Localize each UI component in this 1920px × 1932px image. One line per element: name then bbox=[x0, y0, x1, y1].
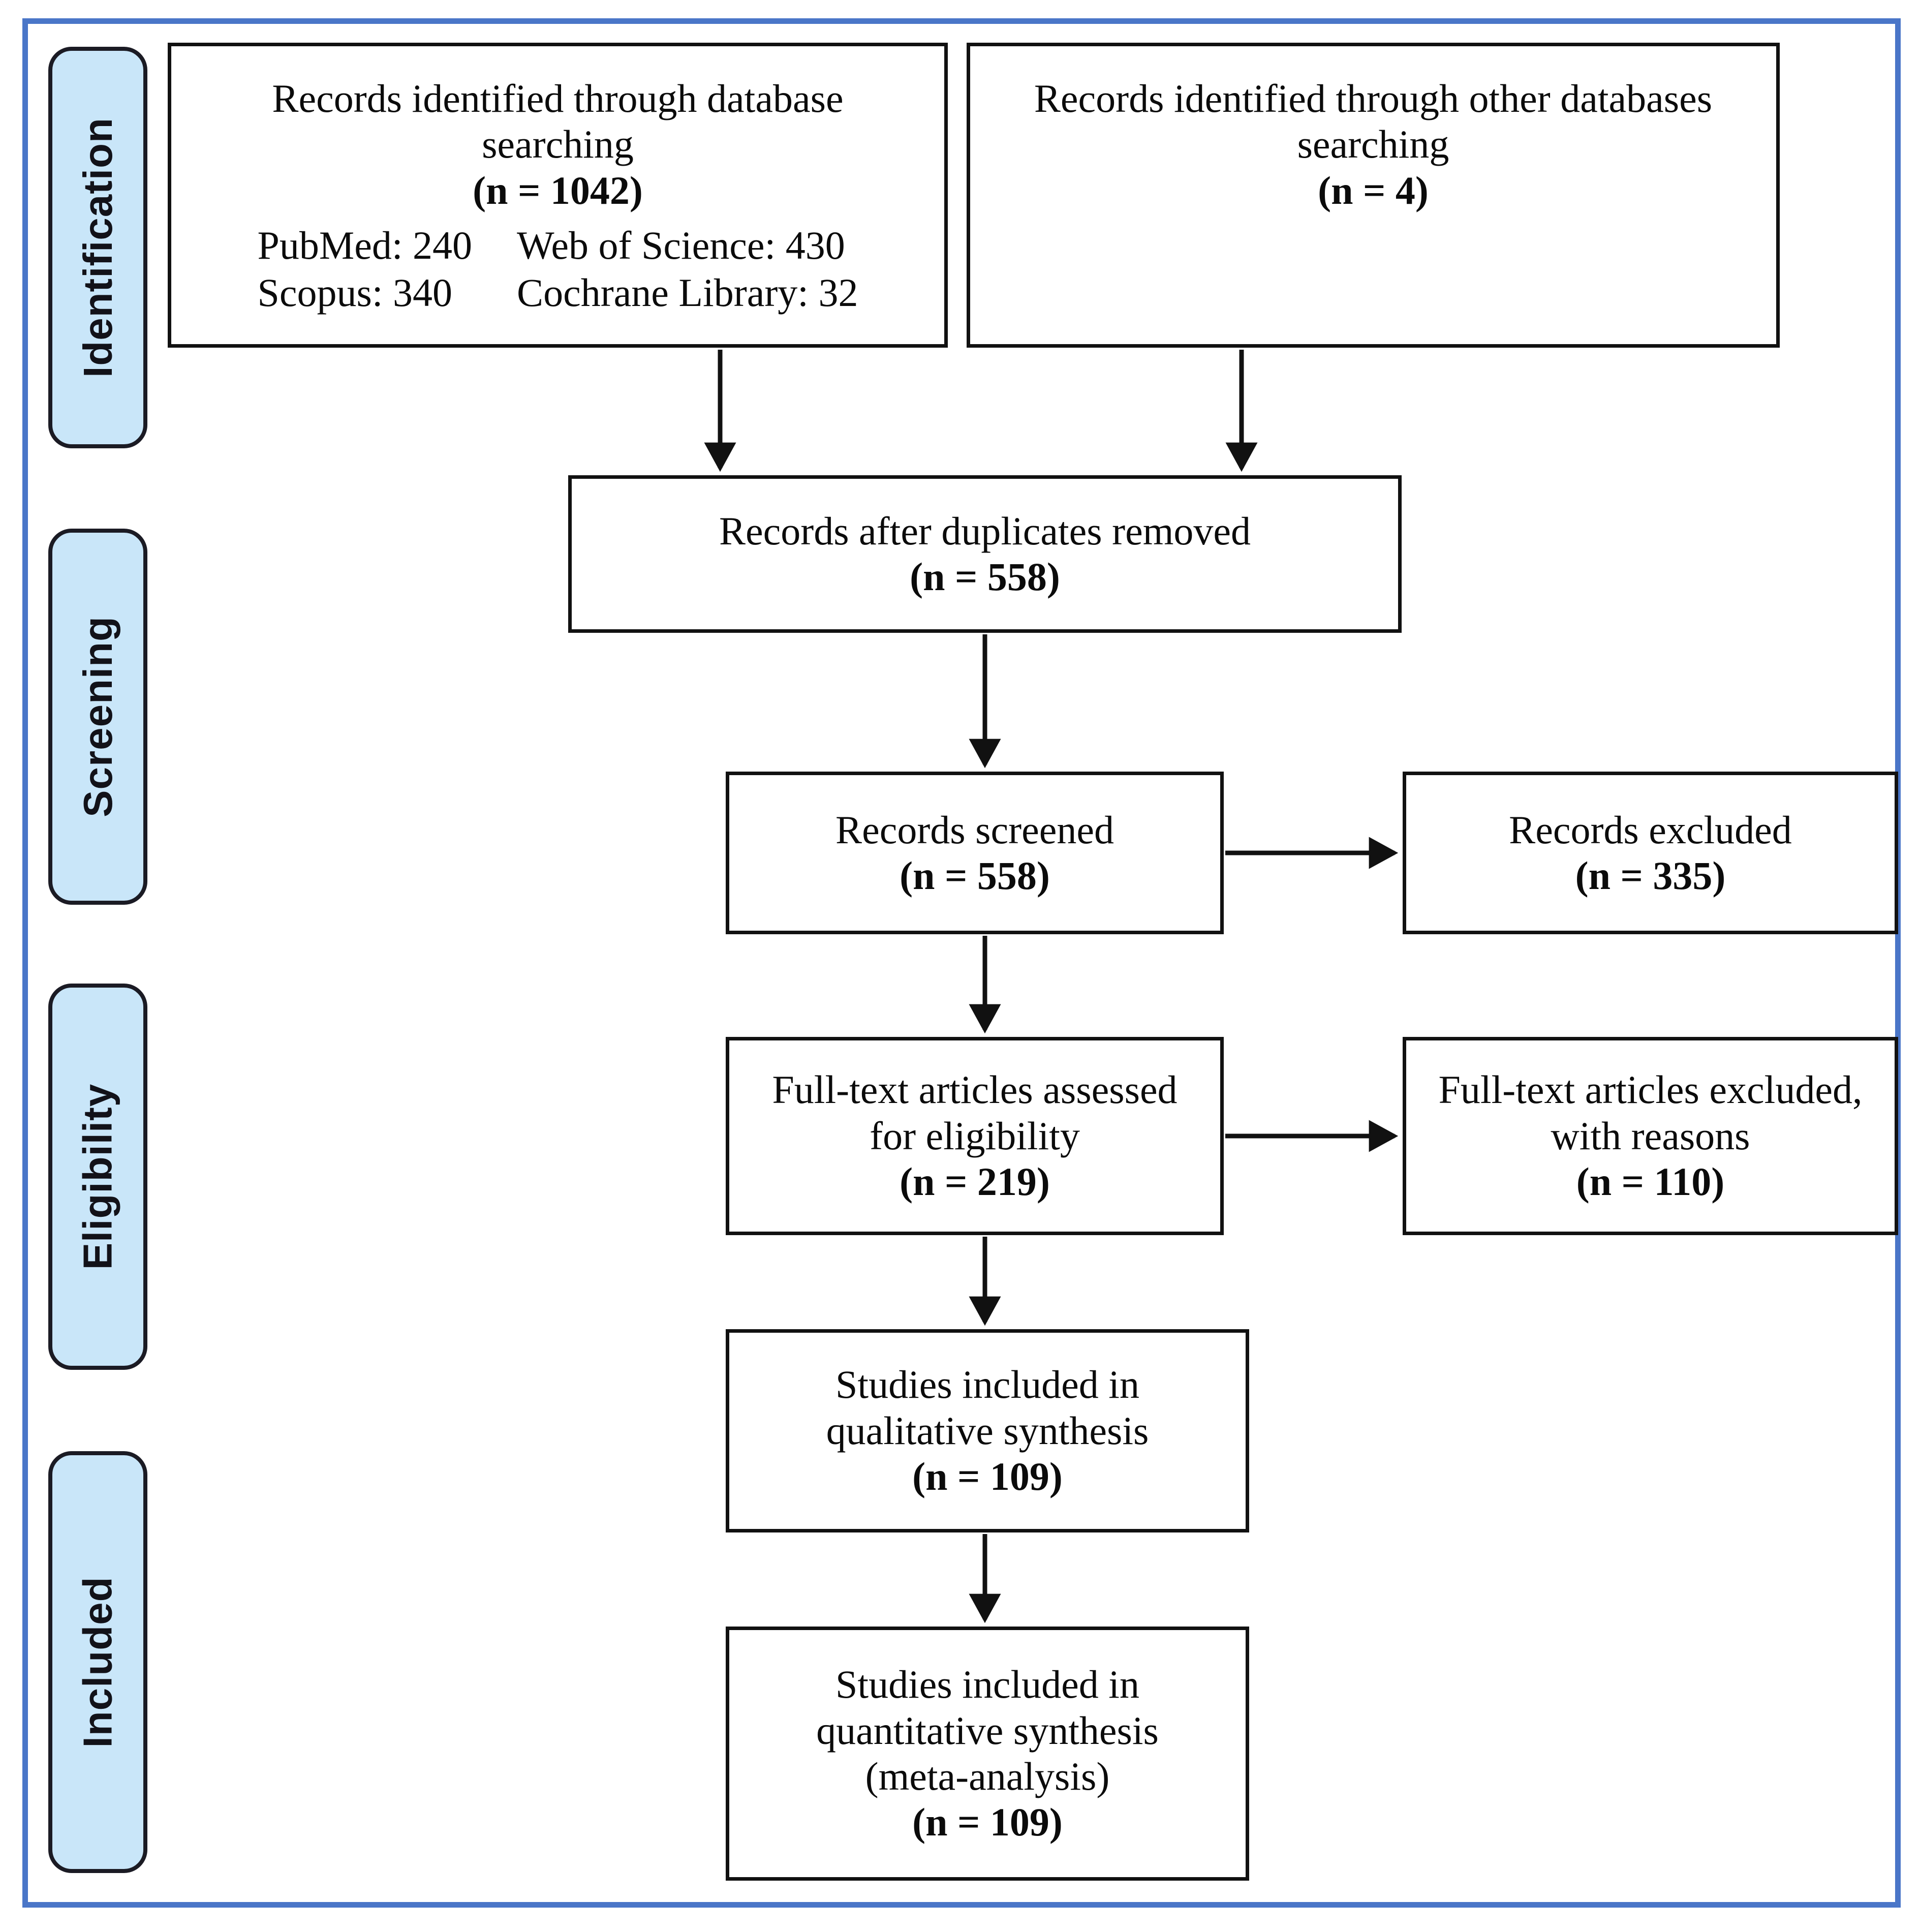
source-wos: Web of Science: 430 bbox=[517, 223, 845, 268]
stage-pill-eligibility: Eligibility bbox=[48, 984, 147, 1370]
box-fulltext-excluded: Full-text articles excluded, with reason… bbox=[1403, 1037, 1898, 1235]
excluded-line1: Records excluded bbox=[1509, 807, 1792, 852]
qualitative-line1: Studies included in bbox=[835, 1362, 1139, 1407]
screened-line1: Records screened bbox=[835, 807, 1114, 852]
db-search-source-breakdown: PubMed: 240 Web of Science: 430 Scopus: … bbox=[258, 223, 858, 316]
fulltext-assessed-count: (n = 219) bbox=[900, 1159, 1050, 1204]
stage-label-included: Included bbox=[75, 1576, 120, 1748]
box-quantitative-synthesis: Studies included in quantitative synthes… bbox=[726, 1627, 1249, 1881]
qualitative-count: (n = 109) bbox=[912, 1454, 1063, 1499]
box-records-identified-database: Records identified through database sear… bbox=[168, 43, 948, 348]
source-cochrane: Cochrane Library: 32 bbox=[517, 270, 858, 315]
stage-pill-included: Included bbox=[48, 1451, 147, 1873]
other-search-line1: Records identified through other databas… bbox=[1034, 76, 1713, 120]
fulltext-excluded-line2: with reasons bbox=[1551, 1113, 1750, 1158]
box-records-identified-other: Records identified through other databas… bbox=[967, 43, 1780, 348]
stage-label-eligibility: Eligibility bbox=[75, 1083, 120, 1270]
stage-pill-screening: Screening bbox=[48, 529, 147, 905]
stage-label-screening: Screening bbox=[75, 616, 120, 817]
fulltext-excluded-line1: Full-text articles excluded, bbox=[1438, 1067, 1863, 1112]
fulltext-assessed-line1: Full-text articles assessed bbox=[772, 1067, 1178, 1112]
stage-label-identification: Identification bbox=[75, 117, 120, 378]
quantitative-line3: (meta-analysis) bbox=[865, 1754, 1110, 1798]
duplicates-count: (n = 558) bbox=[910, 555, 1060, 599]
source-scopus: Scopus: 340 bbox=[257, 270, 453, 315]
quantitative-line2: quantitative synthesis bbox=[816, 1708, 1159, 1753]
fulltext-assessed-line2: for eligibility bbox=[870, 1113, 1080, 1158]
quantitative-line1: Studies included in bbox=[835, 1662, 1139, 1707]
db-search-line1: Records identified through database bbox=[272, 76, 844, 120]
qualitative-line2: qualitative synthesis bbox=[826, 1408, 1149, 1453]
excluded-count: (n = 335) bbox=[1575, 853, 1726, 898]
other-search-count: (n = 4) bbox=[1318, 168, 1429, 212]
other-search-line2: searching bbox=[1297, 122, 1449, 167]
box-records-screened: Records screened (n = 558) bbox=[726, 772, 1224, 934]
fulltext-excluded-count: (n = 110) bbox=[1576, 1159, 1725, 1204]
source-pubmed: PubMed: 240 bbox=[257, 223, 473, 268]
box-qualitative-synthesis: Studies included in qualitative synthesi… bbox=[726, 1329, 1249, 1532]
box-fulltext-assessed: Full-text articles assessed for eligibil… bbox=[726, 1037, 1224, 1235]
box-records-excluded: Records excluded (n = 335) bbox=[1403, 772, 1898, 934]
quantitative-count: (n = 109) bbox=[912, 1800, 1063, 1845]
box-records-after-duplicates-removed: Records after duplicates removed (n = 55… bbox=[568, 475, 1402, 633]
screened-count: (n = 558) bbox=[900, 853, 1050, 898]
db-search-line2: searching bbox=[482, 122, 634, 167]
stage-pill-identification: Identification bbox=[48, 47, 147, 448]
db-search-count: (n = 1042) bbox=[473, 168, 643, 212]
duplicates-line1: Records after duplicates removed bbox=[719, 508, 1251, 553]
